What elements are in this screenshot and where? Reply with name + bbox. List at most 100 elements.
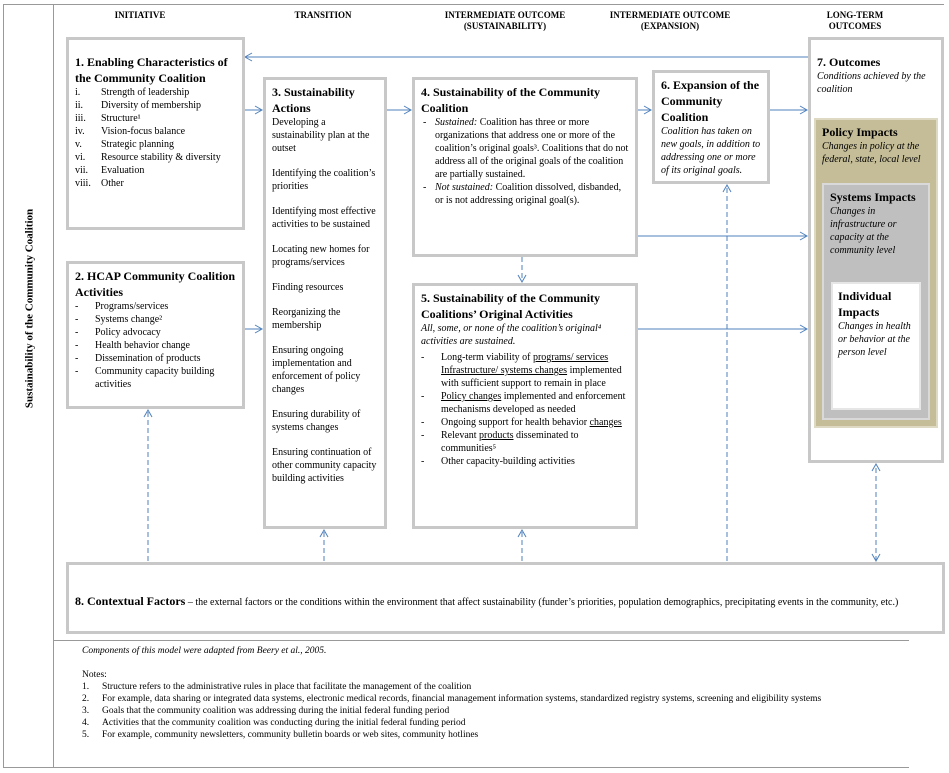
box-enabling-characteristics: 1. Enabling Characteristics of the Commu… [66,37,245,230]
frame-left-line [3,4,4,767]
list-marker: v. [75,139,82,150]
list-text: Strength of leadership [101,87,190,98]
column-header-transition: TRANSITION [294,10,352,20]
individual-impacts-title: Individual Impacts [838,289,892,319]
policy-impacts-desc: Changes in policy at the federal, state,… [822,141,921,165]
arrow-8-to-6-head [722,183,732,193]
box3-item: Reorganizing the membership [272,307,341,331]
list-marker: iv. [75,126,85,137]
box3-item: Ensuring durability of systems changes [272,409,361,433]
box-contextual-factors: 8. Contextual Factors – the external fac… [66,562,945,634]
box3-item: Ensuring ongoing implementation and enfo… [272,345,361,395]
systems-impacts-desc: Changes in infrastructure or capacity at… [830,206,897,256]
box5-title: 5. Sustainability of the Community Coali… [421,291,601,321]
notes-label: Notes: [82,670,107,680]
box5-item: -Ongoing support for health behavior cha… [421,417,622,428]
note-number: 1. [82,682,90,692]
note-number: 2. [82,694,90,704]
notes-divider [53,640,909,641]
list-marker: i. [75,87,81,98]
box1-item: vii. Evaluation [75,164,236,177]
list-marker: - [75,314,79,325]
arrow-1-to-3-head [254,105,264,115]
box2-item: - Dissemination of products [75,352,236,365]
arrow-8-to-3-head [319,528,329,538]
arrow-6-to-7-head [799,105,809,115]
arrow-2-to-3-head [254,324,264,334]
box1-item: iv. Vision-focus balance [75,125,236,138]
note-text: For example, community newsletters, comm… [102,730,479,740]
list-text: Health behavior change [95,340,190,351]
box-sustainability-actions: 3. Sustainability Actions Developing a s… [263,77,387,529]
note-item: 4. Activities that the community coalitio… [82,717,902,729]
list-text: Structure¹ [101,113,141,124]
note-item: 2. For example, data sharing or integrate… [82,693,902,705]
box2-item: -Health behavior change [75,339,236,352]
note-number: 5. [82,730,90,740]
list-text: Resource stability & diversity [101,152,221,163]
list-marker: - [75,327,79,338]
list-marker: - [75,301,79,312]
list-marker: vii. [75,165,89,176]
box2-item: - Community capacity building activities [75,365,236,391]
note-item: 3.Goals that the community coalition was… [82,705,902,717]
list-text: Strategic planning [101,139,175,150]
arrow-4-to-7-head [799,231,809,241]
box3-item: Identifying the coalition’s priorities [272,168,376,192]
note-number: 4. [82,718,90,728]
box6-desc: Coalition has taken on new goals, in add… [661,126,761,176]
list-text: Policy advocacy [95,327,161,338]
list-text: Programs/services [95,301,169,312]
list-text: Vision-focus balance [101,126,186,137]
box1-item: viii.Other [75,177,236,190]
note-text: Activities that the community coalition … [102,718,466,728]
box7-desc: Conditions achieved by the coalition [817,71,926,95]
box7-title: 7. Outcomes [817,55,881,69]
list-text: Community capacity building activities [95,366,215,390]
list-marker: ii. [75,100,84,111]
list-marker: vi. [75,152,86,163]
systems-impacts-title: Systems Impacts [830,190,916,204]
box3-item: Developing a sustainability plan at the … [272,117,370,154]
list-text: Other [101,178,124,189]
note-text: For example, data sharing or integrated … [102,694,822,704]
frame-top-line [3,4,944,5]
list-marker: - [75,353,79,364]
policy-impacts-title: Policy Impacts [822,125,898,139]
arrow-4-to-5-head [517,274,527,284]
frame-bottom-line [3,767,909,768]
source-citation: Components of this model were adapted fr… [82,646,327,656]
list-marker: - [75,366,79,377]
box5-subtitle: All, some, or none of the coalition’s or… [421,323,602,347]
box3-title: 3. Sustainability Actions [272,85,355,115]
list-text: Diversity of membership [101,100,201,111]
column-header-expansion: INTERMEDIATE OUTCOME(EXPANSION) [609,10,731,31]
box3-item: Locating new homes for programs/services [272,244,370,268]
box2-list: -Programs/services-Systems change²-Polic… [75,300,236,391]
box4-title: 4. Sustainability of the Community Coali… [421,85,601,115]
arrow-4-to-6-head [643,105,653,115]
note-number: 3. [82,706,90,716]
arrow-8-to-7-head [871,462,881,472]
box1-item: iii. Structure¹ [75,112,236,125]
box1-item: v. Strategic planning [75,138,236,151]
list-marker: iii. [75,113,86,124]
list-text: Evaluation [101,165,145,176]
box3-item: Finding resources [272,282,344,293]
box4-sustained: -Sustained: Coalition has three or more … [423,117,629,180]
individual-impacts: Individual Impacts Changes in health or … [831,282,921,410]
box6-title: 6. Expansion of the Community Coalition [661,78,760,124]
list-text: Dissemination of products [95,353,201,364]
feedback-arrow-head [243,52,253,62]
box5-item: -Relevant products disseminated to commu… [421,430,579,454]
box1-item: ii. Diversity of membership [75,99,236,112]
note-item: 1.Structure refers to the administrative… [82,681,902,693]
box8-title: 8. Contextual Factors [75,594,186,608]
box4-not-sustained: -Not sustained: Coalition dissolved, dis… [423,182,622,206]
box1-item: i. Strength of leadership [75,86,236,99]
box2-title: 2. HCAP Community Coalition Activities [75,269,236,299]
box5-item: -Other capacity-building activities [421,456,575,467]
box1-list: i. Strength of leadership ii. Diversity of … [75,86,236,190]
